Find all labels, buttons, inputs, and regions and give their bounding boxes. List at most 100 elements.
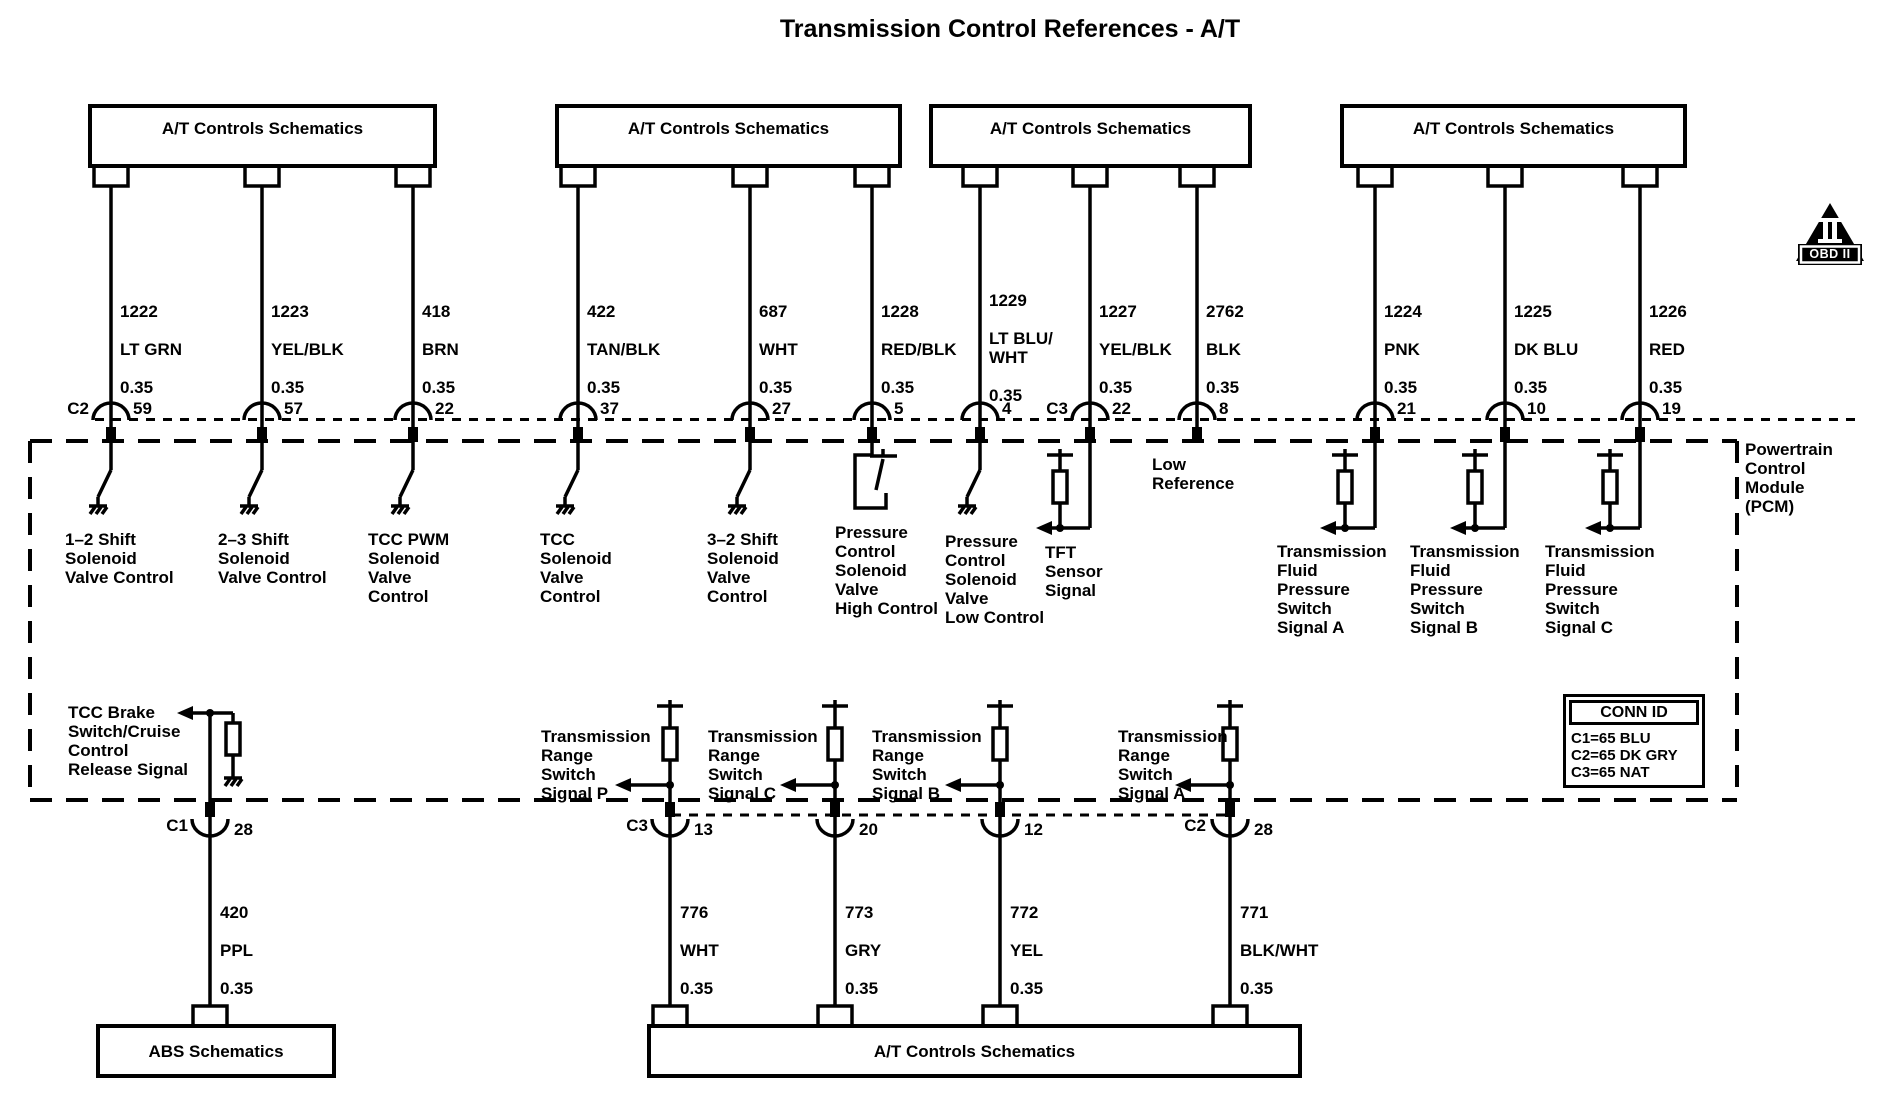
resistor-icon (224, 721, 242, 757)
color: DK BLU (1514, 340, 1579, 359)
connector-id-c3b: C3 (626, 816, 648, 835)
pin-number-57: 57 (284, 399, 303, 418)
gauge: 0.35 (845, 979, 879, 998)
ground-icon (390, 504, 411, 516)
signal-label-trs-b: Transmission Range Switch Signal B (872, 727, 982, 803)
pin-square (995, 802, 1005, 817)
pin-square (830, 802, 840, 817)
connector-arc (852, 401, 892, 421)
resistor-leads (1332, 449, 1358, 528)
pin-square (867, 427, 877, 442)
source-box-at-controls-3: A/T Controls Schematics (929, 104, 1252, 168)
color: TAN/BLK (587, 340, 661, 359)
color: WHT (680, 941, 719, 960)
gauge: 0.35 (759, 378, 793, 397)
ground-icon (223, 776, 244, 788)
switch-blade (735, 469, 752, 506)
box-stub (191, 1004, 229, 1024)
pin-square (205, 802, 215, 817)
column-772 (945, 700, 1020, 1024)
wire-label-418: 418 BRN 0.35 (422, 283, 459, 416)
box-stub (559, 168, 597, 188)
box-stub (394, 168, 432, 188)
wire-label-1222: 1222 LT GRN 0.35 (120, 283, 182, 416)
connector-arc (190, 818, 230, 838)
color: YEL (1010, 941, 1044, 960)
color: RED/BLK (881, 340, 957, 359)
connector-arc (558, 401, 598, 421)
page-title: Transmission Control References - A/T (779, 15, 1241, 43)
connector-id-c3: C3 (1046, 399, 1068, 418)
signal-label-2-3-shift: 2–3 Shift Solenoid Valve Control (218, 530, 327, 587)
color: BRN (422, 340, 459, 359)
box-stub (816, 1004, 854, 1024)
obd2-roman-numeral-bar (1818, 218, 1842, 222)
wire (631, 783, 672, 1006)
column-687 (727, 168, 770, 516)
wire-label-687: 687 WHT 0.35 (759, 283, 798, 416)
pin-square (665, 802, 675, 817)
connector-arc (730, 401, 770, 421)
signal-label-trs-a: Transmission Range Switch Signal A (1118, 727, 1228, 803)
column-2762 (1177, 168, 1217, 442)
wire-label-1227: 1227 YEL/BLK 0.35 (1099, 283, 1172, 416)
source-box-at-controls-2: A/T Controls Schematics (555, 104, 902, 168)
box-stub (92, 168, 130, 188)
pin-number-4: 4 (1002, 399, 1012, 418)
pin-number-59: 59 (133, 399, 152, 418)
box-stub (1486, 168, 1524, 188)
arrow-left-icon (945, 778, 961, 792)
circuit: 687 (759, 302, 788, 321)
color: GRY (845, 941, 882, 960)
pin-square (1192, 427, 1202, 442)
wire-label-1224: 1224 PNK 0.35 (1384, 283, 1422, 416)
color: BLK/WHT (1240, 941, 1319, 960)
signal-label-pc-low: Pressure Control Solenoid Valve Low Cont… (945, 532, 1045, 627)
signal-label-tcc-pwm: TCC PWM Solenoid Valve Control (368, 530, 450, 606)
column-1228 (852, 168, 897, 510)
obd2-badge-label: OBD II (1809, 247, 1851, 261)
box-stub (961, 168, 999, 188)
signal-label-low-reference: Low Reference (1152, 455, 1235, 493)
wire-label-1228: 1228 RED/BLK 0.35 (881, 283, 957, 416)
pin-number-22: 22 (435, 399, 454, 418)
pin-square (1500, 427, 1510, 442)
switch-blade (874, 458, 885, 491)
signal-label-tft: TFT Sensor Signal (1045, 543, 1103, 600)
box-stub (731, 168, 769, 188)
obd2-roman-numeral (1832, 222, 1837, 239)
resistor-leads (1047, 449, 1073, 528)
signal-label-tfps-b: Transmission Fluid Pressure Switch Signa… (1410, 542, 1520, 637)
gauge: 0.35 (1514, 378, 1548, 397)
gauge: 0.35 (587, 378, 621, 397)
arrow-left-icon (177, 706, 193, 720)
connector-arc (1485, 401, 1525, 421)
pin-number-8: 8 (1219, 399, 1229, 418)
color: RED (1649, 340, 1685, 359)
connector-arc (1177, 401, 1217, 421)
signal-label-pc-high: Pressure Control Solenoid Valve High Con… (835, 523, 938, 618)
wire-label-2762: 2762 BLK 0.35 (1206, 283, 1244, 416)
contact-tbar (870, 449, 897, 458)
switch-blade (247, 469, 264, 506)
resistor-leads (657, 700, 683, 785)
circuit: 418 (422, 302, 451, 321)
box-stub (1356, 168, 1394, 188)
obd2-roman-numeral (1823, 222, 1828, 239)
pin-number-28: 28 (234, 820, 253, 839)
gauge: 0.35 (989, 386, 1023, 405)
box-stub (981, 1004, 1019, 1024)
wire-label-1226: 1226 RED 0.35 (1649, 283, 1687, 416)
wire-label-771: 771 BLK/WHT 0.35 (1240, 884, 1318, 1017)
pin-square (1085, 427, 1095, 442)
arrow-left-icon (780, 778, 796, 792)
color: YEL/BLK (1099, 340, 1172, 359)
obd2-badge (1799, 245, 1861, 264)
box-stub (243, 168, 281, 188)
connector-arc (980, 818, 1020, 838)
connector-arc (91, 401, 131, 421)
signal-label-1-2-shift: 1–2 Shift Solenoid Valve Control (65, 530, 174, 587)
resistor-icon (826, 726, 844, 762)
connector-arc (1620, 401, 1660, 421)
wire-label-776: 776 WHT 0.35 (680, 884, 719, 1017)
